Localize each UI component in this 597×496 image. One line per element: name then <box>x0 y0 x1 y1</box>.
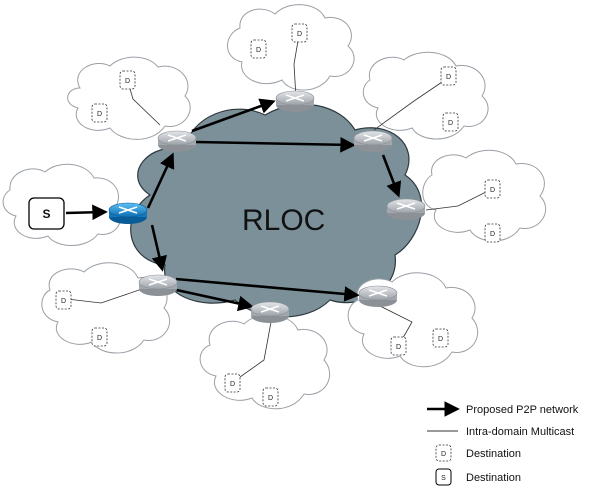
router-icon-right <box>386 198 426 221</box>
legend-dashed-destination-text: D <box>441 451 446 458</box>
router-icon-upper-left <box>157 130 197 153</box>
legend: Proposed P2P network Intra-domain Multic… <box>427 401 579 486</box>
destination-node: D <box>484 179 501 199</box>
destination-node: D <box>262 387 279 407</box>
svg-text:D: D <box>230 381 235 388</box>
router-icon-top-right <box>353 130 393 153</box>
destination-node: D <box>91 103 108 123</box>
svg-text:D: D <box>125 78 130 85</box>
svg-text:D: D <box>297 31 302 38</box>
destination-node: D <box>224 373 241 393</box>
router-icon-top <box>275 90 315 113</box>
p2p-arrow-blue-to-lower <box>150 224 167 272</box>
legend-label-p2p: Proposed P2P network <box>466 404 579 416</box>
svg-text:D: D <box>97 335 102 342</box>
p2p-arrow-lower-to-right <box>175 277 360 302</box>
p2p-arrow-upper-to-top <box>191 98 276 133</box>
svg-text:D: D <box>490 231 495 238</box>
destination-node: D <box>55 290 72 310</box>
legend-label-destination: Destination <box>466 448 521 460</box>
domain-cloud-top-right <box>362 51 489 140</box>
source-node-box <box>28 197 65 230</box>
destination-node: D <box>91 327 108 347</box>
rloc-core-cloud <box>130 103 423 318</box>
domain-cloud-top-left <box>67 56 191 140</box>
destination-node: D <box>442 112 459 132</box>
multicast-tree-top <box>293 34 300 99</box>
router-icon-lower-left <box>138 274 178 297</box>
destination-node: D <box>291 23 308 43</box>
domain-cloud-top <box>227 4 355 91</box>
p2p-arrow-lower-to-bottom <box>171 287 254 312</box>
destination-node: D <box>119 70 136 90</box>
legend-dashed-destination-icon <box>435 444 452 462</box>
p2p-arrow-blue-to-upper <box>146 152 175 209</box>
domain-cloud-right <box>422 149 546 242</box>
svg-text:D: D <box>61 298 66 305</box>
svg-text:D: D <box>256 47 261 54</box>
router-icon-bottom-right <box>358 285 398 308</box>
p2p-arrow-upper-to-right <box>195 136 356 153</box>
svg-text:D: D <box>446 74 451 81</box>
svg-text:D: D <box>396 344 401 351</box>
p2p-arrow-right-down <box>381 154 402 198</box>
domain-cloud-bottom-left <box>41 262 170 354</box>
destination-node: D <box>484 223 501 243</box>
source-node-label: S <box>42 207 50 221</box>
destination-node: D <box>250 39 267 59</box>
p2p-arrow-source-to-blue <box>65 204 108 221</box>
multicast-tree-top-right <box>373 77 449 131</box>
legend-solid-source-icon <box>435 468 452 486</box>
multicast-tree-bottom-left <box>66 287 146 304</box>
legend-label-multicast: Intra-domain Multicast <box>466 426 574 438</box>
destination-node: D <box>390 336 407 356</box>
svg-text:D: D <box>97 111 102 118</box>
multicast-tree-bottom <box>232 321 272 383</box>
destination-node: D <box>432 328 449 348</box>
svg-text:D: D <box>438 336 443 343</box>
rloc-label: RLOC <box>242 204 325 237</box>
svg-text:D: D <box>490 187 495 194</box>
router-icon-bottom <box>250 301 290 324</box>
legend-label-destination-2: Destination <box>466 472 521 484</box>
multicast-tree-right <box>425 188 493 211</box>
destination-nodes: D D D D D D D D <box>55 23 501 407</box>
svg-text:D: D <box>268 395 273 402</box>
router-icon-source <box>108 202 148 225</box>
destination-node: D <box>440 66 457 86</box>
legend-solid-source-text: S <box>441 475 446 482</box>
svg-text:D: D <box>448 120 453 127</box>
